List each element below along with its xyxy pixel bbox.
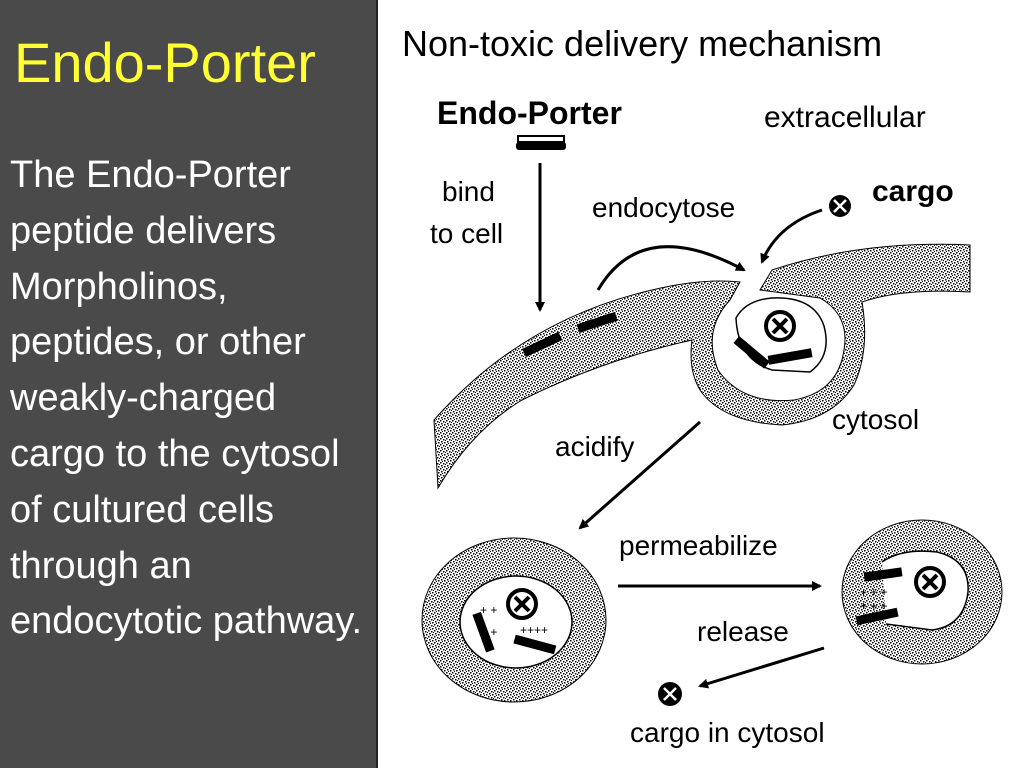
cargo-label: cargo <box>872 175 954 208</box>
endo-porter-label: Endo-Porter <box>437 95 622 131</box>
extracellular-label: extracellular <box>764 101 926 134</box>
cell-membrane <box>433 243 971 490</box>
cargo-icon <box>829 195 851 217</box>
diagram-panel: Non-toxic delivery mechanism Endo-Porter… <box>376 0 1024 768</box>
cargo-arrow <box>760 208 823 264</box>
bound-peptide <box>576 312 618 333</box>
permeabilized-endosome: + + + + + + <box>841 519 1003 665</box>
release-label: release <box>697 616 789 647</box>
bind-label-line2: to cell <box>430 218 503 249</box>
bind-label-line1: bind <box>442 176 495 207</box>
plus-signs: + + + <box>860 599 888 613</box>
permeabilize-label: permeabilize <box>619 530 778 561</box>
plus-signs: + + + <box>860 585 888 599</box>
release-arrow <box>698 646 825 689</box>
endocytose-label: endocytose <box>592 192 735 223</box>
plus-signs: ++++ <box>520 623 548 637</box>
released-cargo-icon <box>658 682 682 706</box>
delivery-mechanism-diagram: Non-toxic delivery mechanism Endo-Porter… <box>402 23 1003 748</box>
plus-signs: + + <box>480 625 497 639</box>
acidify-arrow <box>578 420 701 530</box>
plus-signs: + + <box>480 603 497 617</box>
acidify-label: acidify <box>555 431 634 462</box>
cytosol-label: cytosol <box>832 404 919 435</box>
endo-porter-peptide-icon <box>516 135 566 150</box>
text-panel: Endo-Porter The Endo-Porter peptide deli… <box>0 0 376 768</box>
bound-peptide <box>522 331 563 357</box>
forming-endosome <box>733 297 827 373</box>
diagram-title: Non-toxic delivery mechanism <box>402 23 882 64</box>
cargo-in-cytosol-label: cargo in cytosol <box>630 717 825 748</box>
slide-title: Endo-Porter <box>14 31 316 94</box>
acidified-endosome: + + + + ++++ <box>421 537 607 703</box>
slide-body-text: The Endo-Porter peptide delivers Morphol… <box>10 154 363 643</box>
endocytose-arrow <box>596 245 746 291</box>
